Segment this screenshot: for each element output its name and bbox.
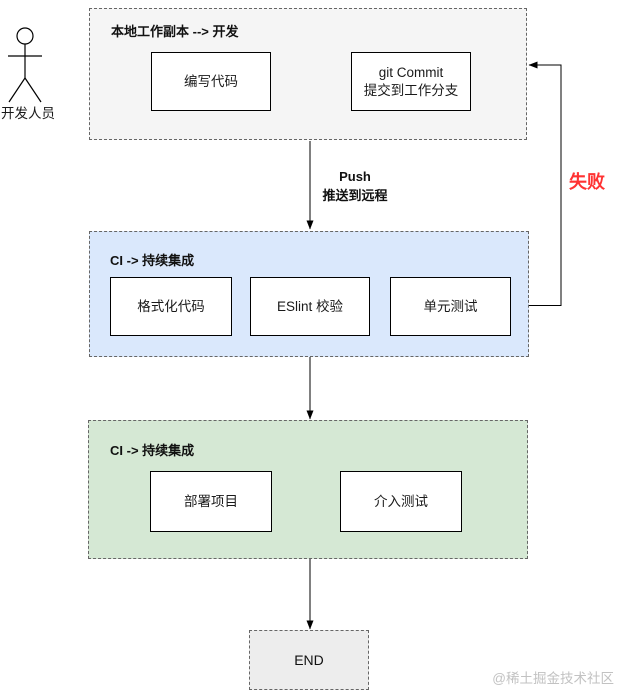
node-git-commit: git Commit 提交到工作分支	[351, 52, 471, 111]
node-eslint-check-label: ESlint 校验	[276, 298, 344, 314]
node-unit-test-label: 单元测试	[423, 298, 478, 314]
ci-group: CI -> 持续集成 格式化代码 ESlint 校验 单元测试	[89, 231, 529, 357]
node-format-code-label: 格式化代码	[137, 298, 205, 314]
cd-group: CI -> 持续集成 部署项目 介入测试	[88, 420, 528, 559]
local-workspace-group: 本地工作副本 --> 开发 编写代码 git Commit 提交到工作分支	[89, 8, 527, 140]
node-git-commit-line1: git Commit	[378, 64, 444, 80]
node-end: END	[249, 630, 369, 690]
fail-edge-label: 失败	[569, 172, 605, 192]
ci-group-title: CI -> 持续集成	[110, 253, 195, 268]
push-edge-label: Push 推送到远程	[320, 167, 390, 205]
node-write-code: 编写代码	[151, 52, 271, 111]
push-label-line1: Push	[339, 169, 371, 184]
developer-actor: 开发人员	[0, 24, 56, 121]
node-format-code: 格式化代码	[110, 277, 232, 336]
node-eslint-check: ESlint 校验	[250, 277, 370, 336]
watermark: @稀土掘金技术社区	[492, 671, 614, 686]
cd-group-title: CI -> 持续集成	[110, 443, 195, 458]
node-write-code-label: 编写代码	[184, 73, 238, 89]
node-integration-test-label: 介入测试	[374, 493, 428, 509]
node-deploy-project: 部署项目	[150, 471, 272, 532]
node-unit-test: 单元测试	[390, 277, 511, 336]
node-integration-test: 介入测试	[340, 471, 462, 532]
local-group-title: 本地工作副本 --> 开发	[111, 24, 239, 39]
person-icon	[8, 27, 42, 103]
node-deploy-project-label: 部署项目	[184, 493, 238, 509]
push-label-line2: 推送到远程	[322, 188, 388, 203]
actor-label: 开发人员	[1, 106, 55, 121]
node-end-label: END	[294, 652, 324, 668]
node-git-commit-line2: 提交到工作分支	[363, 82, 459, 98]
